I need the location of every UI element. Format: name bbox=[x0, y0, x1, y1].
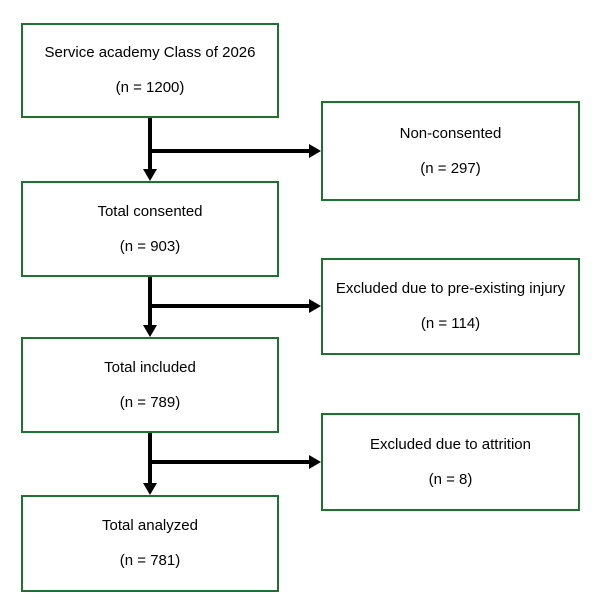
arrow-total-consented-to-total-included bbox=[143, 277, 157, 337]
flow-box-excluded-attrition: Excluded due to attrition (n = 8) bbox=[321, 413, 580, 511]
arrow-total-included-to-total-analyzed bbox=[143, 433, 157, 495]
flow-box-label: Total consented bbox=[97, 202, 203, 220]
flow-box-label: Excluded due to attrition bbox=[370, 435, 531, 453]
flow-box-count: (n = 8) bbox=[428, 470, 473, 488]
flow-box-count: (n = 903) bbox=[119, 237, 181, 255]
flow-box-label: Excluded due to pre-existing injury bbox=[335, 280, 566, 297]
arrow-population-to-total-consented bbox=[143, 118, 157, 181]
arrow-population-to-non-consented bbox=[150, 144, 321, 158]
flow-box-count: (n = 1200) bbox=[115, 79, 185, 96]
flow-box-label: Non-consented bbox=[399, 124, 502, 142]
flow-box-count: (n = 297) bbox=[420, 159, 481, 177]
flow-box-excluded-injury: Excluded due to pre-existing injury (n =… bbox=[321, 258, 580, 355]
flow-box-label: Total included bbox=[104, 358, 196, 376]
flow-box-total-analyzed: Total analyzed (n = 781) bbox=[21, 495, 279, 592]
flow-box-label: Total analyzed bbox=[102, 517, 198, 534]
flow-box-total-included: Total included (n = 789) bbox=[21, 337, 279, 433]
flow-box-count: (n = 789) bbox=[119, 393, 181, 411]
flow-box-total-consented: Total consented (n = 903) bbox=[21, 181, 279, 277]
flow-box-non-consented: Non-consented (n = 297) bbox=[321, 101, 580, 201]
arrow-total-included-to-excluded-attrition bbox=[150, 455, 321, 469]
flow-box-population: Service academy Class of 2026 (n = 1200) bbox=[21, 23, 279, 118]
arrow-total-consented-to-excluded-injury bbox=[150, 299, 321, 313]
flow-box-count: (n = 114) bbox=[420, 315, 481, 332]
flow-box-label: Service academy Class of 2026 bbox=[44, 44, 256, 61]
flow-box-count: (n = 781) bbox=[119, 552, 181, 569]
